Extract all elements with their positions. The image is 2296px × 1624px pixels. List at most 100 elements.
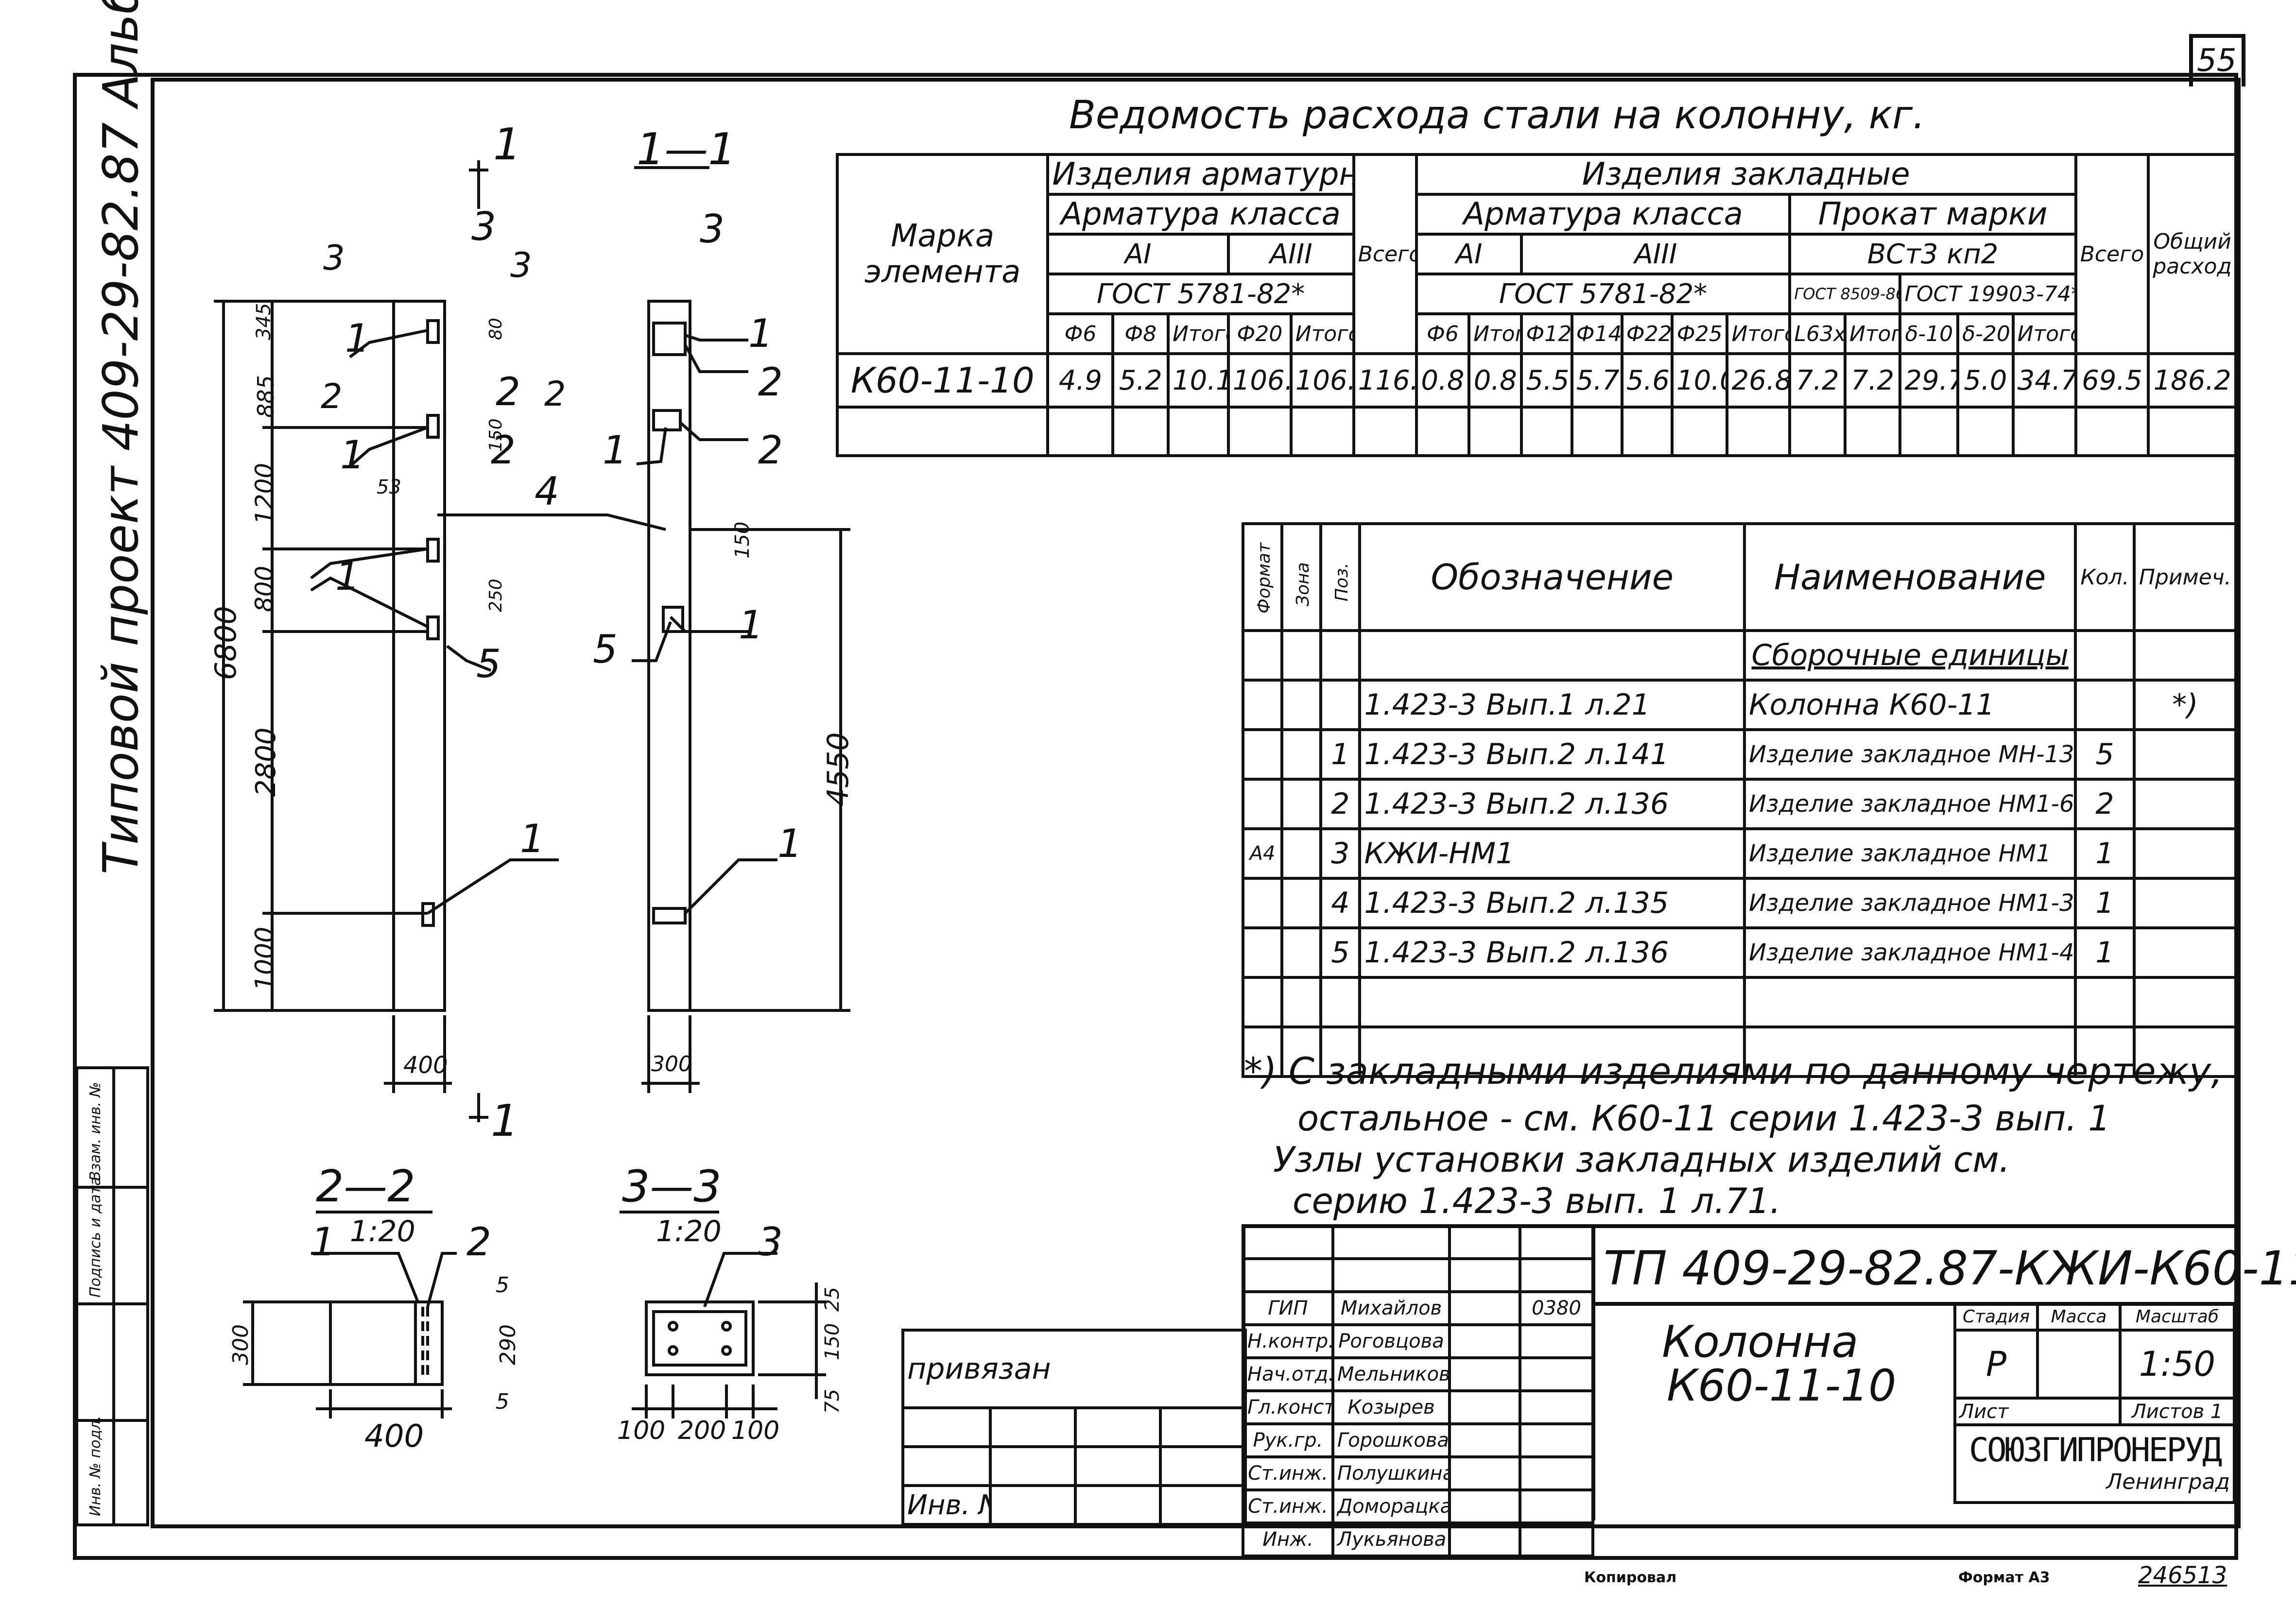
page-number: 55 <box>2197 43 2237 79</box>
column-side-view <box>647 300 691 1012</box>
scale-value: 1:50 <box>2119 1329 2236 1400</box>
dim-800: 800 <box>250 565 278 612</box>
sub-h: Ф20 <box>1226 312 1293 355</box>
steel-mark-header: Марка элемента <box>835 153 1050 355</box>
label-2-side-a: 2 <box>758 359 783 405</box>
sub-h: Ф25 <box>1670 312 1729 355</box>
val: 69.5 <box>2074 352 2150 409</box>
spec-h-name: Наименование <box>1743 522 2077 632</box>
spec-h-qty: Кол. <box>2074 522 2136 632</box>
val: 186.2 <box>2147 352 2238 409</box>
s22-label-2: 2 <box>466 1219 491 1265</box>
dim-5-a: 5 <box>496 1273 509 1298</box>
val: 29.7 <box>1899 352 1960 409</box>
gost-rebar: ГОСТ 5781-82* <box>1046 273 1355 315</box>
drawing-name-2: К60-11-10 <box>1667 1360 1897 1411</box>
steel-table: Марка элемента Изделия арматурные Всего … <box>835 153 2238 457</box>
sub-h: Ф14 <box>1570 312 1623 355</box>
inv-label: Инв. № <box>901 1484 992 1526</box>
class-aiii-2: АIII <box>1520 233 1792 275</box>
label-5-front: 5 <box>476 641 501 686</box>
spec-row-name: Изделие закладное НМ1-6 <box>1743 778 2077 830</box>
spec-section: Сборочные единицы <box>1743 629 2077 682</box>
sub-h: Итого <box>1166 312 1230 355</box>
sub-h: Итого <box>1467 312 1523 355</box>
dim-885: 885 <box>253 375 279 418</box>
cut-label-top: 1 <box>493 119 521 170</box>
sub-h: L63x5 <box>1788 312 1847 355</box>
sub-h: δ-20 <box>1956 312 2015 355</box>
dim-250: 250 <box>486 579 506 612</box>
sub-h: Ф6 <box>1415 312 1471 355</box>
rolled-mark-header: Прокат марки <box>1788 193 2077 236</box>
class-ai-2: АI <box>1415 233 1523 275</box>
cut-2-right: 2 <box>544 374 566 414</box>
note-line-3: Узлы установки закладных изделий см. <box>1273 1139 2010 1180</box>
label-3-side: 3 <box>700 206 725 252</box>
val: 7.2 <box>1843 352 1902 409</box>
spec-h-designation: Обозначение <box>1358 522 1746 632</box>
spec-row-name: Изделие закладное НМ1-4 <box>1743 926 2077 979</box>
section-1-1-title: 1—1 <box>637 124 736 175</box>
section-3-3-scale: 1:20 <box>656 1214 722 1248</box>
spec-row-note: *) <box>2132 679 2238 731</box>
embedded-products-header: Изделия закладные <box>1415 153 2077 196</box>
label-1-side-b: 1 <box>603 427 627 473</box>
spec-row-designation: 1.423-3 Вып.2 л.136 <box>1358 778 1746 830</box>
section-2-2-title: 2—2 <box>316 1161 415 1212</box>
rebar-class-header: Арматура класса <box>1046 193 1355 236</box>
dim-5-b: 5 <box>496 1389 509 1414</box>
class-ai: АI <box>1046 233 1230 275</box>
spec-h-pos: Поз. <box>1319 522 1362 632</box>
sub-h: δ-10 <box>1899 312 1960 355</box>
dim-1200: 1200 <box>250 462 278 525</box>
label-5-side: 5 <box>593 627 618 672</box>
val: 106.6 <box>1226 352 1293 409</box>
s22-label-1: 1 <box>311 1219 336 1265</box>
label-1-side-d: 1 <box>777 821 802 866</box>
spec-row-name: Колонна К60-11 <box>1743 679 2077 731</box>
dim-400-front: 400 <box>403 1052 448 1079</box>
val: 5.6 <box>1620 352 1674 409</box>
dim-150: 150 <box>486 418 506 452</box>
sub-h: Итого <box>1843 312 1902 355</box>
gost-rolled-2: ГОСТ 19903-74* <box>1899 273 2077 315</box>
spec-h-zone: Зона <box>1280 522 1323 632</box>
val: 0.8 <box>1467 352 1523 409</box>
dim-150-33: 150 <box>821 1323 844 1360</box>
dim-75-33: 75 <box>821 1389 844 1414</box>
label-2-a: 2 <box>496 369 520 414</box>
spec-row-designation: КЖИ-НМ1 <box>1358 827 1746 880</box>
label-1-side-c: 1 <box>739 602 763 648</box>
dim-300-side: 300 <box>651 1052 692 1077</box>
label-1-b: 1 <box>340 432 365 478</box>
val: 10.0 <box>1670 352 1729 409</box>
val: 7.2 <box>1788 352 1847 409</box>
dim-100-b: 100 <box>731 1416 780 1445</box>
val: 5.0 <box>1956 352 2015 409</box>
sub-h: Итого <box>1289 312 1355 355</box>
steel-overall-header: Общий расход <box>2147 153 2238 355</box>
val: 5.2 <box>1111 352 1170 409</box>
spec-row-name: Изделие закладное НМ1-3 <box>1743 877 2077 929</box>
val: 26.8 <box>1726 352 1792 409</box>
page-number-box: 55 <box>2189 34 2245 86</box>
gost-rebar-2: ГОСТ 5781-82* <box>1415 273 1792 315</box>
spec-row-designation: 1.423-3 Вып.2 л.135 <box>1358 877 1746 929</box>
dim-4550: 4550 <box>821 732 855 806</box>
label-2-b: 2 <box>491 427 516 473</box>
spec-h-format: Формат <box>1241 522 1284 632</box>
org-name: СОЮЗГИПРОНЕРУД <box>1968 1431 2222 1470</box>
sub-h: Ф22 <box>1620 312 1674 355</box>
spec-table: Формат Зона Поз. Обозначение Наименовани… <box>1241 522 2238 1078</box>
sub-h: Итого <box>1726 312 1792 355</box>
section-3-3-title: 3—3 <box>622 1161 722 1212</box>
dim-200: 200 <box>678 1416 726 1445</box>
section-2-2-scale: 1:20 <box>350 1214 415 1248</box>
dim-1000: 1000 <box>250 926 279 991</box>
column-front-view <box>392 300 446 1012</box>
sheet-border <box>151 78 2241 1528</box>
sub-h: Ф8 <box>1111 312 1170 355</box>
sub-h: Ф12 <box>1520 312 1573 355</box>
